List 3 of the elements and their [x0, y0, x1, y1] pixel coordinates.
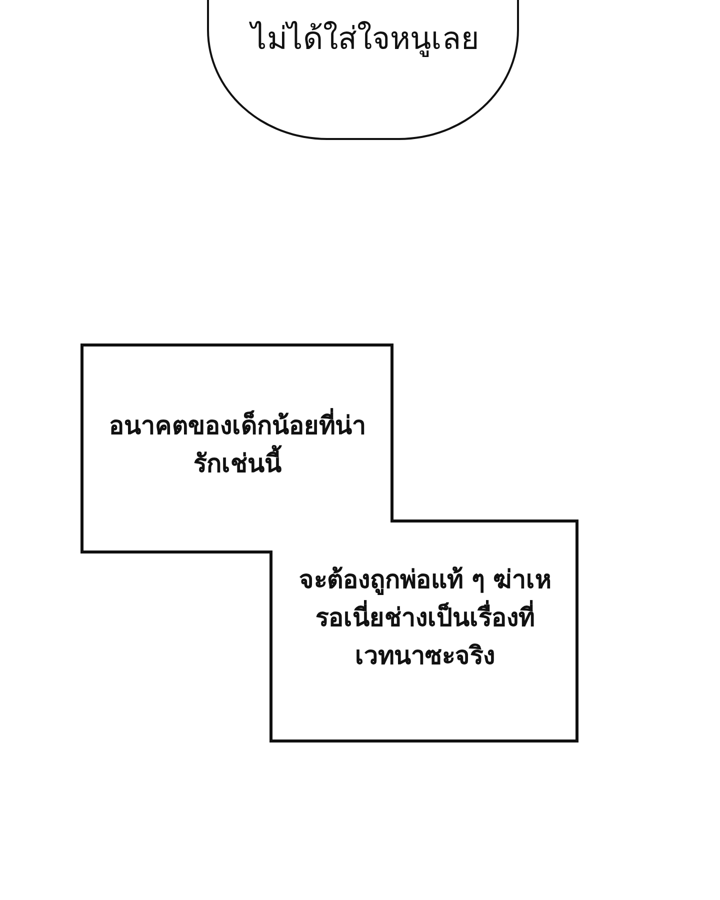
speech-text: ไม่ได้ใส่ใจหนูเลย — [248, 20, 480, 58]
caption-text: อนาคตของเด็กน้อยที่น่ารักเช่นนี้ — [100, 407, 375, 483]
caption-text: จะต้องถูกพ่อแท้ ๆ ฆ่าเหรอเนี่ยช่างเป็นเรื่องที่เวทนาซะจริง — [298, 564, 552, 672]
